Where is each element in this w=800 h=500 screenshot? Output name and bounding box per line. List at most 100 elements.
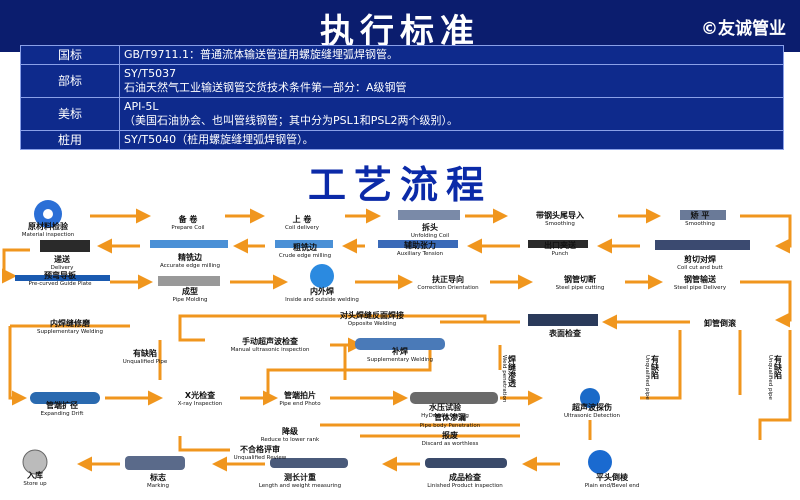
process-step-en-store-up: Store up bbox=[23, 481, 47, 487]
process-step-crude-edge-milling: 粗铣边 bbox=[293, 242, 318, 252]
process-step-smoothing: 矫 平 bbox=[691, 210, 710, 220]
process-step-prepare-coil: 备 卷 bbox=[178, 214, 199, 224]
unfolding-machine-icon bbox=[398, 210, 460, 220]
process-step-store-up: 入库 bbox=[26, 470, 43, 480]
process-step-en-unqualified-review: Unqualified Review bbox=[234, 455, 287, 461]
process-step-xray-inspection: X光检查 bbox=[185, 390, 216, 400]
vertical-label-en-weld-leak: Weld penetration bbox=[501, 355, 507, 403]
process-step-opposite-welding: 对头焊缝反面焊接 bbox=[340, 310, 404, 320]
molding-icon bbox=[158, 276, 220, 286]
process-step-en-hydraulic-testing: HyDraulic testing bbox=[421, 413, 469, 419]
process-step-en-unfolding-coil: Unfolding Coil bbox=[411, 233, 450, 239]
table-row: 美标 API-5L（美国石油协会、也叫管线钢管；其中分为PSL1和PSL2两个级… bbox=[20, 97, 784, 131]
process-step-en-correction-orientation: Correction Orientation bbox=[417, 285, 479, 291]
delivery-icon bbox=[40, 240, 90, 252]
process-step-en-xray-inspection: X-ray Inspection bbox=[178, 401, 223, 407]
smoothing-machine-icon bbox=[680, 210, 726, 220]
process-step-en-marking: Marking bbox=[147, 483, 169, 489]
surface-station-icon bbox=[528, 314, 598, 326]
process-step-delivery: 递送 bbox=[54, 254, 71, 264]
process-step-en-manual-ultrasonic: Manual ultrasonic inspection bbox=[231, 347, 310, 353]
process-step-correction-orientation: 扶正导向 bbox=[432, 274, 464, 284]
process-step-ultrasonic-detection: 超声波探伤 bbox=[571, 402, 612, 412]
process-step-en-accurate-edge-milling: Accurate edge milling bbox=[160, 263, 220, 269]
process-step-en-auxiliary-tension: Auxiliary Tension bbox=[397, 251, 444, 257]
process-step-accurate-edge-milling: 精铣边 bbox=[178, 252, 203, 262]
crude-milling-icon bbox=[275, 240, 333, 248]
process-step-pipe-body-penetration: 管体渗漏 bbox=[434, 412, 466, 422]
process-step-manual-ultrasonic: 手动超声波检查 bbox=[242, 336, 299, 346]
process-step-en-steel-pipe-cutting: Steel pipe cutting bbox=[556, 285, 605, 291]
cutter-icon bbox=[655, 240, 750, 250]
vertical-label-unqualified-left: 有缺陷 bbox=[650, 354, 660, 380]
process-step-auxiliary-tension: 辅助张力 bbox=[404, 240, 436, 250]
hydraulic-tester-icon bbox=[410, 392, 498, 404]
process-step-unfolding-coil: 拆头 bbox=[422, 222, 438, 232]
bevel-icon bbox=[588, 450, 612, 474]
process-step-en-pipe-body-penetration: Pipe body Penetration bbox=[420, 423, 481, 429]
welding-icon bbox=[310, 264, 334, 288]
process-step-en-smoothing-lead: Smoothing bbox=[545, 221, 575, 227]
vertical-label-unqualified-right: 有缺陷 bbox=[773, 354, 783, 380]
vertical-label-en-unqualified-right: Unqualified pipe bbox=[767, 355, 773, 401]
tension-icon bbox=[378, 240, 458, 248]
process-step-pipe-molding: 成型 bbox=[182, 286, 198, 296]
process-step-steel-pipe-cutting: 钢管切断 bbox=[564, 274, 596, 284]
brand-logo-text: ©友诚管业 bbox=[701, 19, 786, 39]
process-step-en-pipe-photo: Pipe end Photo bbox=[279, 401, 321, 407]
process-step-en-punch: Punch bbox=[552, 251, 569, 257]
process-step-en-smoothing: Smoothing bbox=[685, 221, 715, 227]
supplementary-weld-pipe-icon bbox=[355, 338, 445, 350]
process-step-inside-outside-welding: 内外焊 bbox=[310, 286, 334, 296]
process-step-en-unqualified-pipe: Unqualified Pipe bbox=[123, 359, 168, 365]
punch-icon bbox=[528, 240, 588, 248]
standards-table: 国标 GB/T9711.1：普通流体输送管道用螺旋缝埋弧焊钢管。 部标 SY/T… bbox=[20, 45, 784, 150]
process-step-en-material-inspection: Material inspection bbox=[22, 232, 75, 238]
process-step-en-delivery: Delivery bbox=[51, 265, 75, 271]
accurate-milling-icon bbox=[150, 240, 228, 248]
store-icon bbox=[22, 449, 48, 475]
standard-label: 美标 bbox=[20, 97, 120, 131]
process-step-pre-curved-guide-plate: 预弯导板 bbox=[44, 270, 77, 280]
process-step-en-coil-delivery: Coil delivery bbox=[285, 225, 320, 231]
process-step-en-finished-inspection: Linished Product inspection bbox=[427, 483, 503, 489]
standard-label: 部标 bbox=[20, 64, 120, 98]
process-step-finished-inspection: 成品检查 bbox=[449, 472, 482, 482]
process-step-surface-inspection: 表面检查 bbox=[548, 328, 582, 338]
process-step-en-coil-cut-butt: Coil cut and butt bbox=[677, 265, 724, 271]
process-step-reduce-rank: 降级 bbox=[282, 426, 299, 436]
process-step-punch: 出口夹送 bbox=[544, 240, 577, 250]
process-step-en-reduce-rank: Reduce to lower rank bbox=[261, 437, 320, 443]
process-step-en-pipe-molding: Pipe Molding bbox=[173, 297, 208, 303]
process-step-coil-delivery: 上 卷 bbox=[293, 214, 313, 224]
ultrasonic-icon bbox=[580, 388, 600, 408]
finished-pipe-icon bbox=[425, 458, 507, 468]
expanding-pipe-icon bbox=[30, 392, 100, 404]
process-step-hydraulic-testing: 水压试验 bbox=[428, 402, 462, 412]
process-step-en-length-weight: Length and weight measuring bbox=[259, 483, 341, 489]
process-step-unqualified-pipe: 有缺陷 bbox=[133, 348, 157, 358]
process-step-material-inspection: 原材料检验 bbox=[28, 221, 69, 231]
machine-pictograms bbox=[15, 200, 750, 475]
process-step-plain-end-bevel: 平头倒棱 bbox=[596, 472, 629, 482]
process-step-smoothing-lead: 带钢头尾导入 bbox=[536, 210, 584, 220]
process-step-pipe-photo: 管端拍片 bbox=[284, 390, 316, 400]
process-step-steel-pipe-delivery: 钢管输送 bbox=[684, 274, 717, 284]
guide-plate-icon bbox=[15, 275, 110, 281]
weighing-icon bbox=[270, 458, 348, 468]
process-step-en-expanding-drift: Expanding Drift bbox=[41, 411, 85, 417]
standard-desc: API-5L（美国石油协会、也叫管线钢管；其中分为PSL1和PSL2两个级别）。 bbox=[119, 97, 784, 131]
process-step-en-pre-curved-guide-plate: Pre-curved Guide Plate bbox=[28, 281, 92, 287]
process-step-inner-supplementary-welding: 内焊缝修磨 bbox=[50, 318, 90, 328]
process-step-marking: 标志 bbox=[149, 472, 166, 482]
process-step-en-inner-supplementary-welding: Supplementary Welding bbox=[37, 329, 103, 335]
process-step-en-steel-pipe-delivery: Steel pipe Delivery bbox=[674, 285, 727, 291]
process-step-discard: 报废 bbox=[442, 430, 458, 440]
flow-arrows bbox=[2, 208, 792, 472]
process-step-en-inside-outside-welding: Inside and outside welding bbox=[285, 297, 359, 303]
process-step-en-discard: Discard as worthless bbox=[422, 441, 479, 447]
process-step-en-plain-end-bevel: Plain end/Bevel end bbox=[585, 483, 640, 489]
